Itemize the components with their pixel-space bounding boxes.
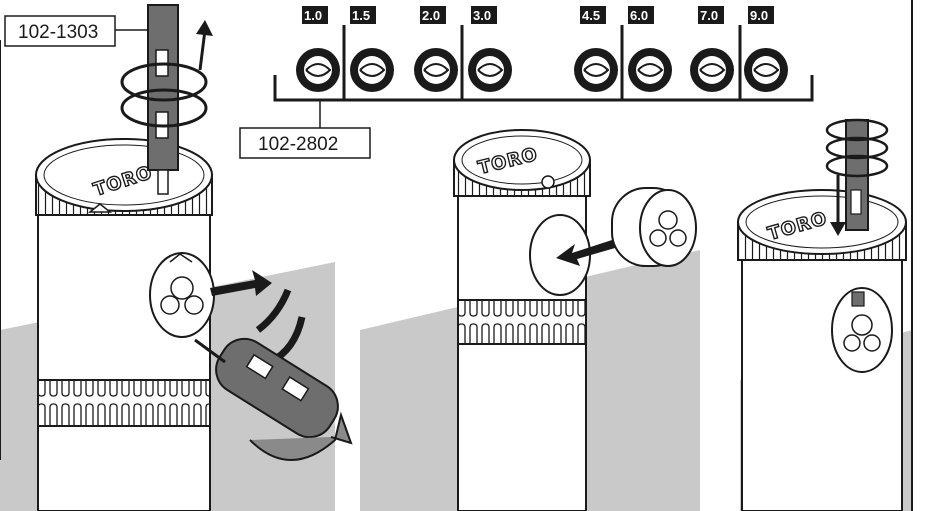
nozzle-label-bg xyxy=(471,6,497,24)
callout-nozzle-part: 102-2802 xyxy=(239,100,371,159)
twist-arrow-icon xyxy=(249,411,353,461)
nozzle-label: 6.0 xyxy=(630,8,648,23)
nozzle-label-bg xyxy=(350,6,376,24)
tool-part-number: 102-1303 xyxy=(18,22,98,43)
nozzle-pattern xyxy=(637,63,664,77)
nozzle-insert-middle xyxy=(611,187,697,267)
nozzle-label-bg xyxy=(302,6,328,24)
nozzle-label-bg xyxy=(580,6,606,24)
sprinkler-right: TORO xyxy=(737,118,907,511)
nozzle-pattern xyxy=(305,63,332,77)
sprinkler-middle: TORO xyxy=(453,129,697,511)
arrow-mark-icon xyxy=(87,203,113,213)
nozzle-pattern xyxy=(477,63,504,77)
nozzle-face xyxy=(582,56,610,84)
nozzle-pattern xyxy=(423,63,450,77)
nozzle-label: 4.5 xyxy=(582,8,600,23)
nozzle-label: 7.0 xyxy=(700,8,718,23)
removal-tool-handle xyxy=(194,337,339,439)
nozzle-label-bg xyxy=(420,6,446,24)
nozzle-pattern xyxy=(699,63,726,77)
set-screw-icon xyxy=(541,175,555,189)
insert-arrow-icon xyxy=(556,240,615,266)
nozzle-label: 1.5 xyxy=(352,8,370,23)
nozzle-option-7.0: 7.0 xyxy=(690,6,734,92)
nozzle-installed-right xyxy=(831,287,893,373)
nozzle-option-2.0: 2.0 xyxy=(414,6,458,92)
nozzle-option-6.0: 6.0 xyxy=(628,6,672,92)
remove-arrow-icon xyxy=(210,270,272,296)
nozzle-label: 3.0 xyxy=(473,8,491,23)
nozzle-chart: 1.0 1.5 2.0 3.0 4.5 6.0 7.0 9.0 xyxy=(273,6,814,102)
nozzle-option-4.5: 4.5 xyxy=(574,6,618,92)
nozzle-pattern xyxy=(753,63,780,77)
nozzle-part-number: 102-2802 xyxy=(258,134,338,155)
nozzle-option-1.0: 1.0 xyxy=(296,6,340,92)
nozzle-face xyxy=(752,56,780,84)
nozzle-face xyxy=(636,56,664,84)
nozzle-option-1.5: 1.5 xyxy=(350,6,394,92)
nozzle-face xyxy=(358,56,386,84)
callout-tool-part: 102-1303 xyxy=(4,15,148,47)
nozzle-label-bg xyxy=(698,6,724,24)
nozzle-label: 9.0 xyxy=(750,8,768,23)
nozzle-face xyxy=(476,56,504,84)
rotate-arrow-up-icon xyxy=(255,288,292,333)
adjustment-tool xyxy=(120,4,213,195)
nozzle-insert-left xyxy=(149,252,215,338)
nozzle-label-bg xyxy=(748,6,774,24)
nozzle-face xyxy=(698,56,726,84)
adjustment-tool-right xyxy=(825,118,889,236)
nozzle-pattern xyxy=(359,63,386,77)
nozzle-pattern xyxy=(583,63,610,77)
nozzle-face xyxy=(304,56,332,84)
nozzle-option-9.0: 9.0 xyxy=(744,6,788,92)
nozzle-option-3.0: 3.0 xyxy=(468,6,512,92)
nozzle-label-bg xyxy=(628,6,654,24)
nozzle-face xyxy=(422,56,450,84)
nozzle-label: 1.0 xyxy=(304,8,322,23)
nozzle-label: 2.0 xyxy=(422,8,440,23)
